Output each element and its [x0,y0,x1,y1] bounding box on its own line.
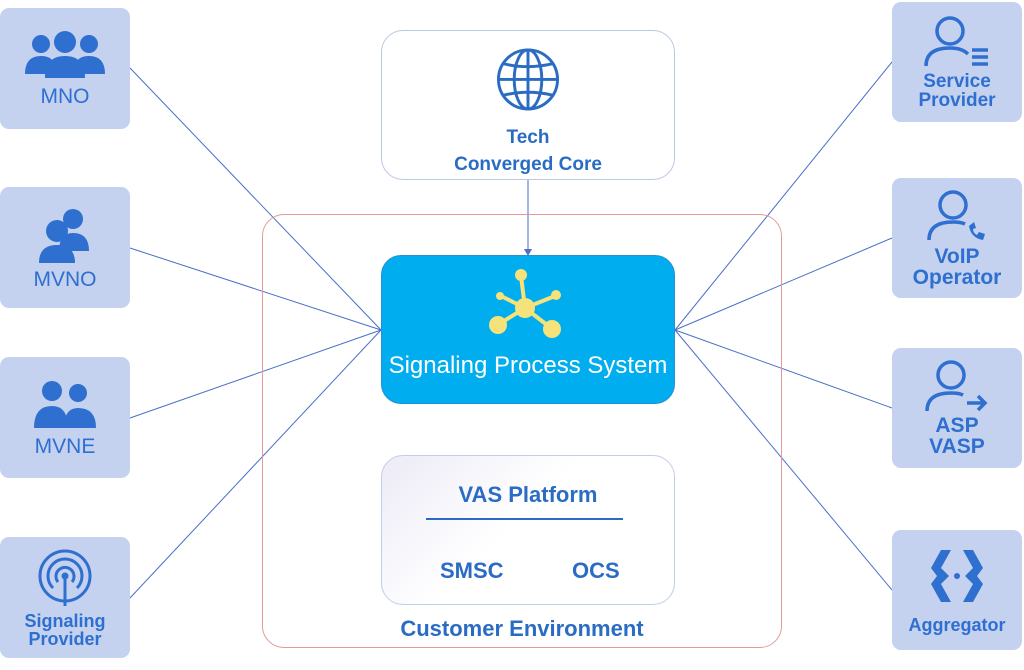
tech-core-line2: Converged Core [454,154,602,176]
vas-platform[interactable]: VAS Platform SMSC OCS [381,455,675,605]
vas-divider [426,518,623,520]
user-arrow-icon [925,360,988,412]
connector-signaling-provider [129,329,382,599]
asp-vasp-label: ASP VASP [929,415,985,457]
voip-operator-line1: VoIP [934,245,980,268]
vas-item-smsc: SMSC [440,558,504,583]
mno-label: MNO [40,85,90,108]
connector-mvne [129,329,382,419]
node-voip-operator[interactable]: VoIP Operator [892,178,1022,298]
node-asp-vasp[interactable]: ASP VASP [892,348,1022,468]
customer-environment-label: Customer Environment [400,616,644,641]
service-provider-label: Service Provider [918,72,995,110]
connector-asp-vasp [674,329,893,409]
service-provider-line2: Provider [918,90,996,111]
antenna-icon [38,549,92,606]
node-aggregator[interactable]: Aggregator [892,530,1022,650]
people-icon [34,381,96,428]
voip-operator-line2: Operator [912,266,1002,289]
tech-converged-core[interactable]: Tech Converged Core [381,30,675,180]
group-icon [25,31,105,78]
service-provider-line1: Service [923,71,991,92]
signaling-provider-label: Signaling Provider [25,612,106,648]
node-mno[interactable]: MNO [0,8,130,129]
connector-aggregator [674,329,893,591]
node-service-provider[interactable]: Service Provider [892,2,1022,122]
voip-operator-label: VoIP Operator [913,246,1002,288]
user-phone-icon [927,190,985,241]
aggregator-label: Aggregator [908,615,1006,635]
network-hub-icon [489,269,561,338]
connector-voip-operator [674,237,893,331]
node-mvno[interactable]: MVNO [0,187,130,308]
connector-mno [129,67,382,331]
vas-item-ocs: OCS [572,558,620,583]
user-list-icon [924,16,988,67]
asp-vasp-line2: VASP [929,435,985,458]
node-signaling-provider[interactable]: Signaling Provider [0,537,130,658]
arrowhead [524,249,532,256]
signaling-provider-line1: Signaling [24,610,106,631]
vas-platform-title: VAS Platform [458,482,598,507]
aggregator-icon [931,550,983,602]
mvno-label: MVNO [33,268,97,291]
signaling-provider-line2: Provider [28,628,102,649]
globe-icon [496,48,560,111]
signaling-system-label: Signaling Process System [388,352,668,379]
node-mvne[interactable]: MVNE [0,357,130,478]
customer-environment-frame [262,214,782,648]
asp-vasp-line1: ASP [935,414,979,437]
users-icon [39,209,89,263]
connector-service-provider [674,61,893,331]
tech-core-line1: Tech [506,126,550,148]
signaling-process-system[interactable]: Signaling Process System [381,255,675,404]
mvne-label: MVNE [34,435,96,458]
connector-mvno [129,247,382,331]
